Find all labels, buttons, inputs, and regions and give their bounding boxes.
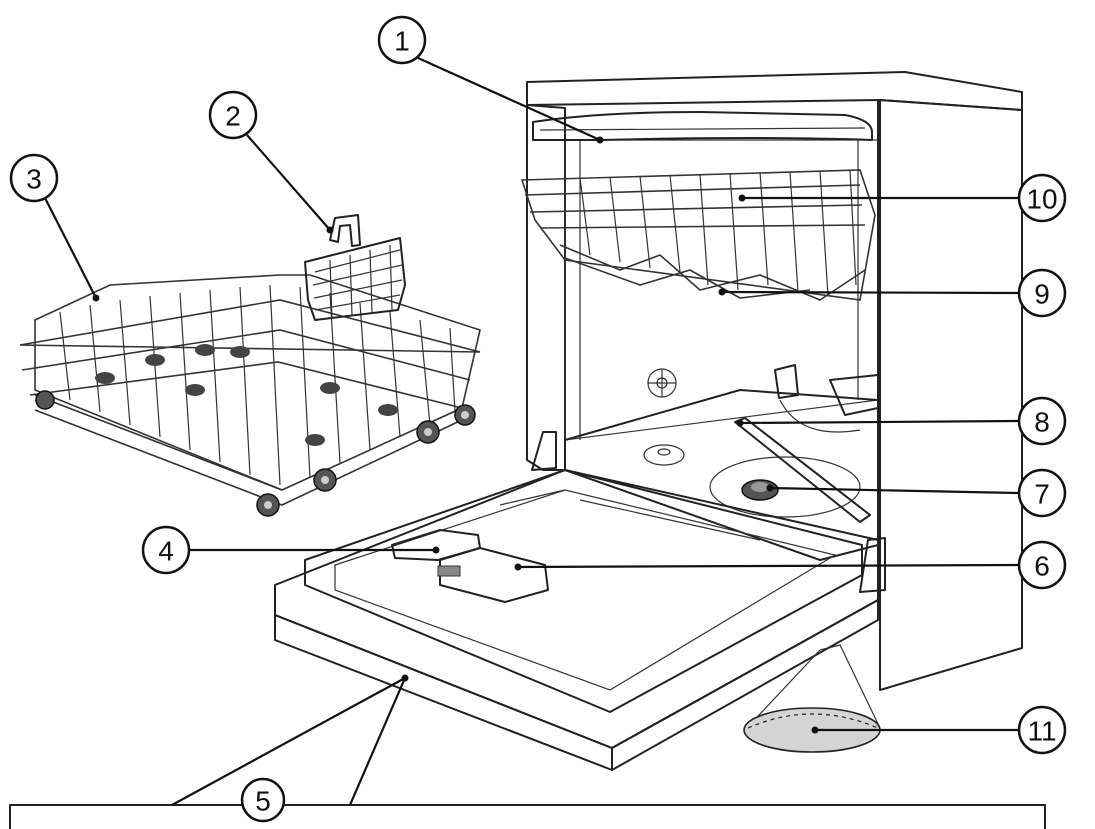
dishwasher-door [274,469,879,771]
callout-8-label: 8 [1034,407,1050,438]
upper-basket-part [520,169,876,301]
callout-7-label: 7 [1034,479,1050,510]
callout-11: 11 [1017,705,1067,755]
callout-10-label: 10 [1026,184,1057,215]
detergent-dispenser-part [391,529,549,603]
callout-8: 8 [1017,396,1067,446]
callout-7: 7 [1017,468,1067,518]
basket-wheels [35,390,476,517]
callout-5: 5 [240,777,286,823]
callout-3: 3 [9,153,59,203]
dishwasher-cabinet [526,71,1023,691]
callout-2-label: 2 [225,101,241,132]
top-spray-arm-part [532,111,873,141]
callout-1-label: 1 [394,26,410,57]
callout-6-label: 6 [1034,551,1050,582]
adjustable-foot-part [743,644,881,753]
callout-10: 10 [1017,173,1067,223]
lower-basket-part [19,274,481,517]
callout-6: 6 [1017,540,1067,590]
callout-1: 1 [377,15,427,65]
cutlery-basket-part [304,214,406,321]
callout-3-label: 3 [26,164,42,195]
callout-9-label: 9 [1034,279,1050,310]
callout-2: 2 [208,90,258,140]
side-vent-icon [647,368,677,398]
callout-11-label: 11 [1027,716,1056,747]
callout-9: 9 [1017,268,1067,318]
callout-5-label: 5 [255,786,271,817]
callout-4-label: 4 [158,536,174,567]
callout-4: 4 [141,525,191,575]
leader-lines [44,56,1019,806]
control-panel-frame [9,804,1046,829]
